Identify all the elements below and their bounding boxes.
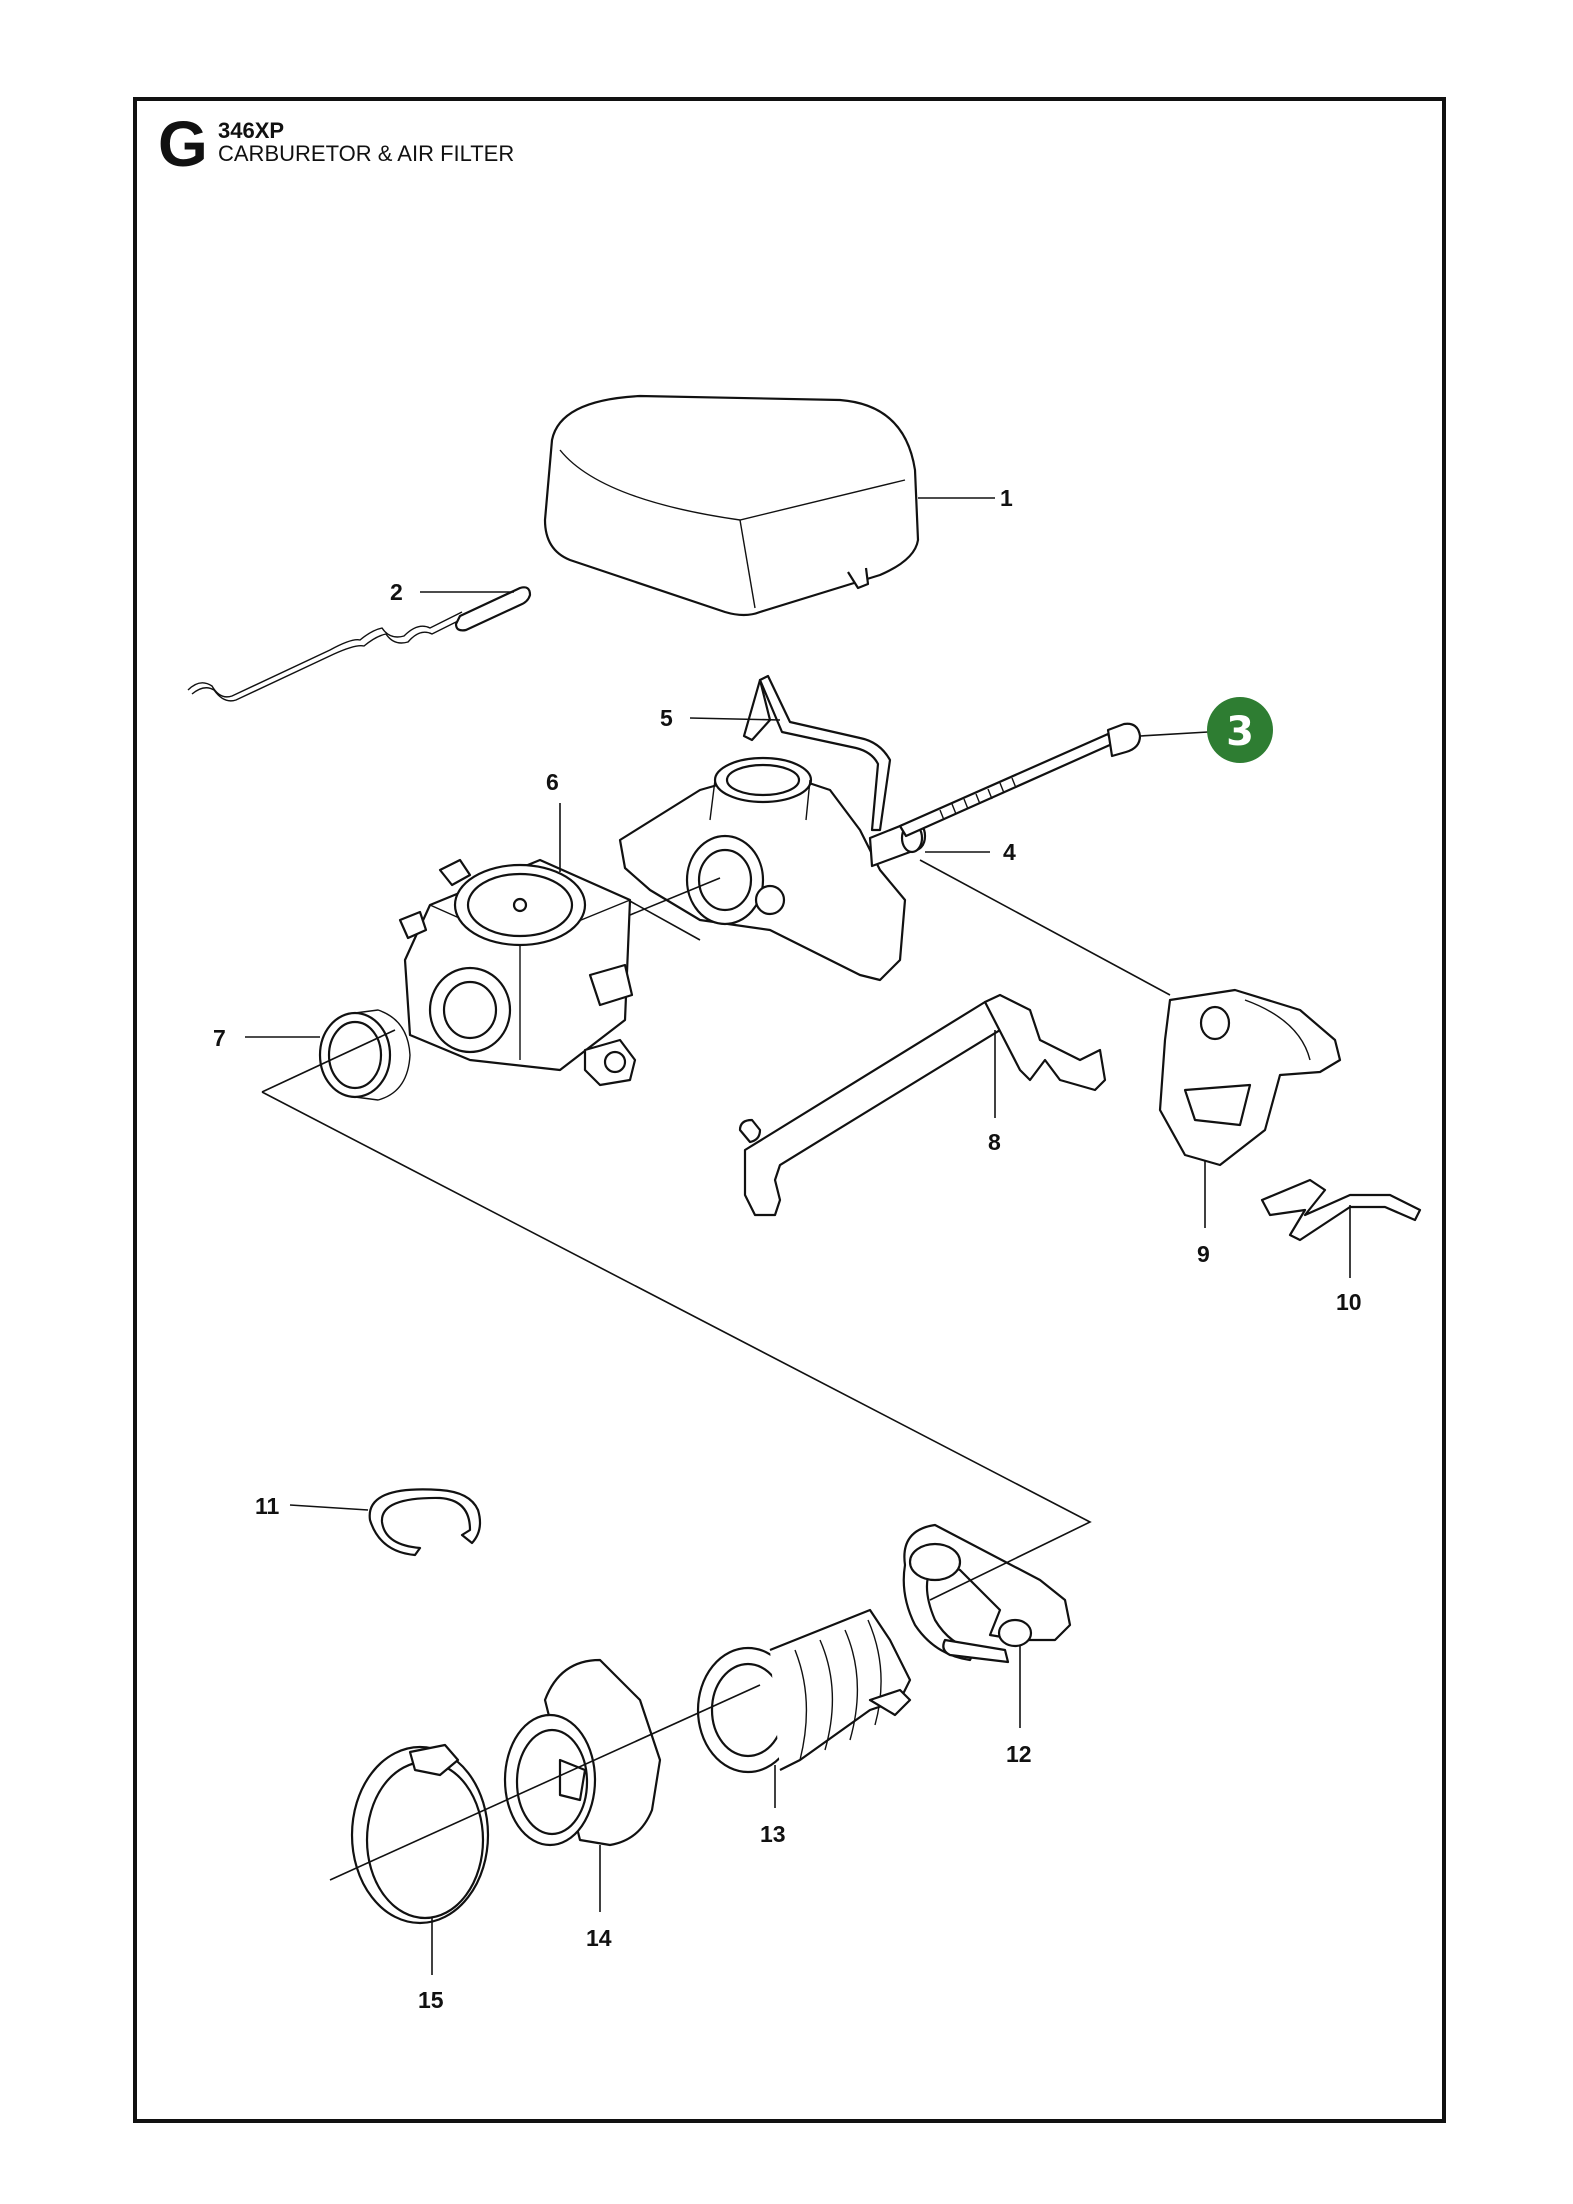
- part-14-flange[interactable]: [503, 1658, 662, 1847]
- callout-5[interactable]: 5: [660, 705, 673, 731]
- section-letter: G: [158, 108, 208, 180]
- part-3-screw[interactable]: [898, 722, 1142, 838]
- callout-11[interactable]: 11: [255, 1493, 280, 1519]
- callout-7[interactable]: 7: [213, 1025, 226, 1051]
- callout-12[interactable]: 12: [1006, 1741, 1032, 1767]
- callout-3[interactable]: 3: [1226, 709, 1254, 755]
- part-7-gasket-ring[interactable]: [318, 1009, 411, 1101]
- part-1-air-filter-cover[interactable]: [543, 394, 920, 617]
- callout-13[interactable]: 13: [760, 1821, 786, 1847]
- part-13-intake-boot[interactable]: [696, 1608, 912, 1774]
- callout-8[interactable]: 8: [988, 1129, 1001, 1155]
- callout-labels: 1 2 5 4 6 7 8 9 10 11 12 13 14 15: [213, 485, 1362, 2013]
- part-8-throttle-lever[interactable]: [738, 993, 1107, 1217]
- callout-1[interactable]: 1: [1000, 485, 1013, 511]
- intake-manifold: [618, 756, 907, 982]
- part-11-snap-ring[interactable]: [368, 1488, 482, 1557]
- callout-10[interactable]: 10: [1336, 1289, 1362, 1315]
- part-6-carburetor[interactable]: [398, 858, 637, 1087]
- callout-15[interactable]: 15: [418, 1987, 444, 2013]
- highlight-badge: [1207, 697, 1273, 763]
- part-15-hose-clamp[interactable]: [350, 1743, 490, 1925]
- part-5-bracket[interactable]: [742, 674, 892, 832]
- part-2-choke-rod[interactable]: [187, 586, 532, 702]
- diagram-title: CARBURETOR & AIR FILTER: [218, 141, 515, 166]
- model-name: 346XP: [218, 118, 285, 143]
- callout-3-highlighted[interactable]: 3: [1207, 697, 1273, 763]
- part-9-trigger-housing[interactable]: [1158, 988, 1342, 1167]
- callout-2[interactable]: 2: [390, 579, 403, 605]
- diagram-frame: [133, 97, 1446, 2123]
- part-10-spring-clip[interactable]: [1260, 1178, 1422, 1242]
- callout-6[interactable]: 6: [546, 769, 559, 795]
- callout-9[interactable]: 9: [1197, 1241, 1210, 1267]
- part-12-clamp[interactable]: [902, 1523, 1072, 1664]
- callout-14[interactable]: 14: [586, 1925, 612, 1951]
- callout-4[interactable]: 4: [1003, 839, 1016, 865]
- leader-lines: [245, 497, 1351, 1975]
